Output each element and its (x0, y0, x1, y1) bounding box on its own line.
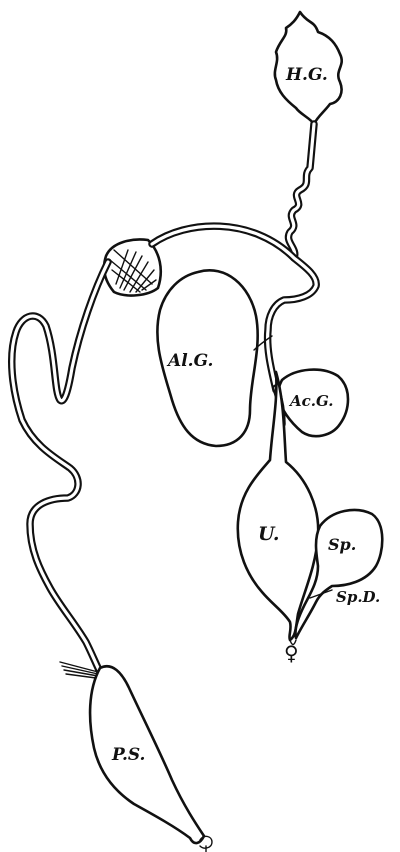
main-duct-left (12, 262, 108, 672)
female-opening: ♀ (284, 640, 299, 665)
ps-terminal (200, 836, 212, 852)
hind-gland: H.G. (275, 12, 342, 124)
ps-sac: P.S. (90, 666, 204, 843)
accessory-gland: Ac.G. (278, 370, 348, 437)
label-hg: H.G. (285, 65, 328, 85)
label-female: ♀ (284, 641, 299, 665)
label-u: U. (258, 523, 279, 545)
label-spd: Sp.D. (336, 588, 380, 606)
label-sp: Sp. (328, 535, 356, 554)
albumin-gland: Al.G. (157, 270, 257, 446)
label-alg: Al.G. (166, 351, 213, 371)
label-ps: P.S. (111, 745, 145, 765)
label-acg: Ac.G. (288, 392, 334, 410)
gland-p (104, 240, 161, 296)
hind-gland-duct (288, 124, 314, 258)
